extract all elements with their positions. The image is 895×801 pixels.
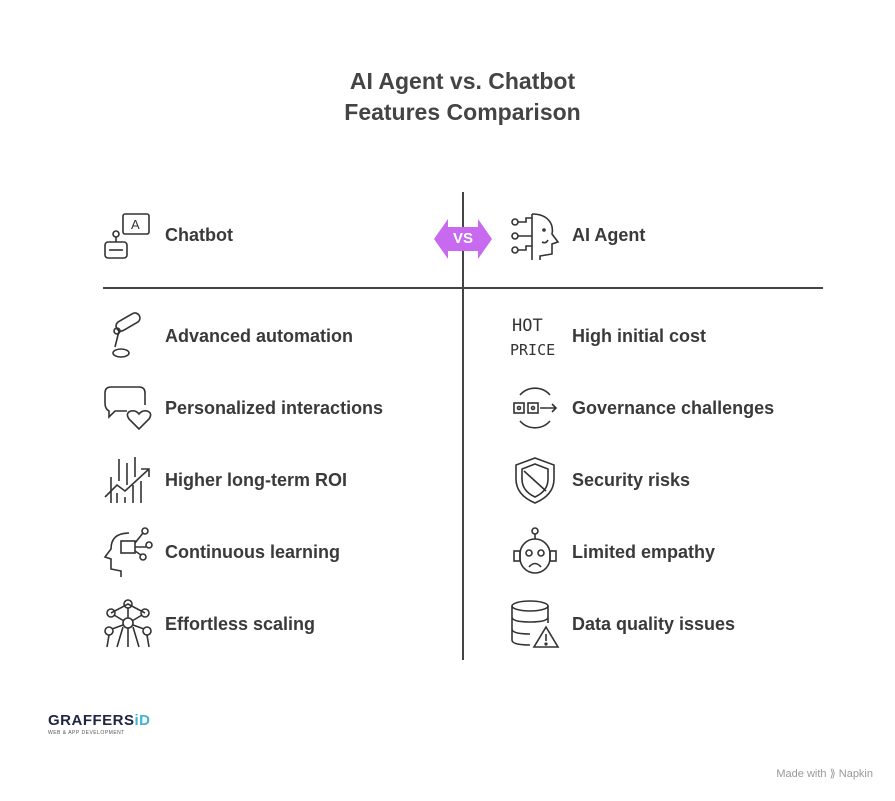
left-item-automation: Advanced automation [103, 311, 353, 361]
horizontal-divider [103, 287, 823, 289]
title-line-1: AI Agent vs. Chatbot [349, 68, 576, 94]
right-item-governance: Governance challenges [510, 383, 774, 433]
shield-icon [515, 457, 555, 504]
item-label: Higher long-term ROI [165, 469, 348, 490]
speech-heart-icon [104, 386, 152, 431]
graffersid-logo: GRAFFERSiD WEB & APP DEVELOPMENT [48, 712, 151, 736]
item-label: Data quality issues [572, 613, 736, 634]
growth-chart-icon [104, 457, 150, 503]
right-item-cost: HOT PRICE High initial cost [510, 311, 706, 361]
right-item-security: Security risks [510, 455, 690, 505]
database-warning-icon [511, 600, 560, 648]
chatbot-header: A Chatbot [103, 210, 233, 260]
vs-badge: VS [434, 219, 492, 259]
made-with-napkin[interactable]: Made with ⟫ Napkin [776, 768, 873, 780]
item-label: Limited empathy [572, 541, 716, 562]
sad-robot-icon [513, 527, 557, 574]
item-label: Advanced automation [165, 325, 354, 346]
svg-text:PRICE: PRICE [510, 341, 555, 359]
logo-accent: iD [134, 712, 151, 729]
left-item-roi: Higher long-term ROI [103, 455, 347, 505]
vs-label: VS [452, 230, 473, 247]
right-item-empathy: Limited empathy [510, 527, 715, 577]
svg-text:HOT: HOT [512, 316, 543, 336]
left-item-personalized: Personalized interactions [103, 383, 383, 433]
title-line-2: Features Comparison [344, 99, 581, 125]
item-label: Effortless scaling [165, 613, 316, 634]
ai-agent-label: AI Agent [572, 224, 646, 245]
chatbot-label: Chatbot [165, 224, 233, 245]
logo-tagline: WEB & APP DEVELOPMENT [48, 730, 125, 736]
left-item-learning: Continuous learning [103, 527, 340, 577]
item-label: Continuous learning [165, 541, 340, 562]
item-label: High initial cost [572, 325, 707, 346]
ai-head-icon [511, 213, 560, 260]
item-label: Security risks [572, 469, 691, 490]
network-scaling-icon [104, 599, 152, 648]
chatbot-icon: A [104, 213, 150, 259]
governance-icon [513, 387, 558, 429]
right-item-data-quality: Data quality issues [510, 599, 735, 649]
ai-agent-header: AI Agent [510, 210, 645, 260]
left-item-scaling: Effortless scaling [103, 599, 315, 649]
vertical-divider [462, 192, 464, 660]
hot-price-icon: HOT PRICE [510, 316, 555, 359]
head-learning-icon [103, 527, 153, 577]
logo-name: GRAFFERS [48, 712, 135, 729]
item-label: Personalized interactions [165, 397, 384, 418]
robot-arm-icon [112, 312, 141, 358]
item-label: Governance challenges [572, 397, 775, 418]
svg-text:A: A [131, 217, 140, 232]
